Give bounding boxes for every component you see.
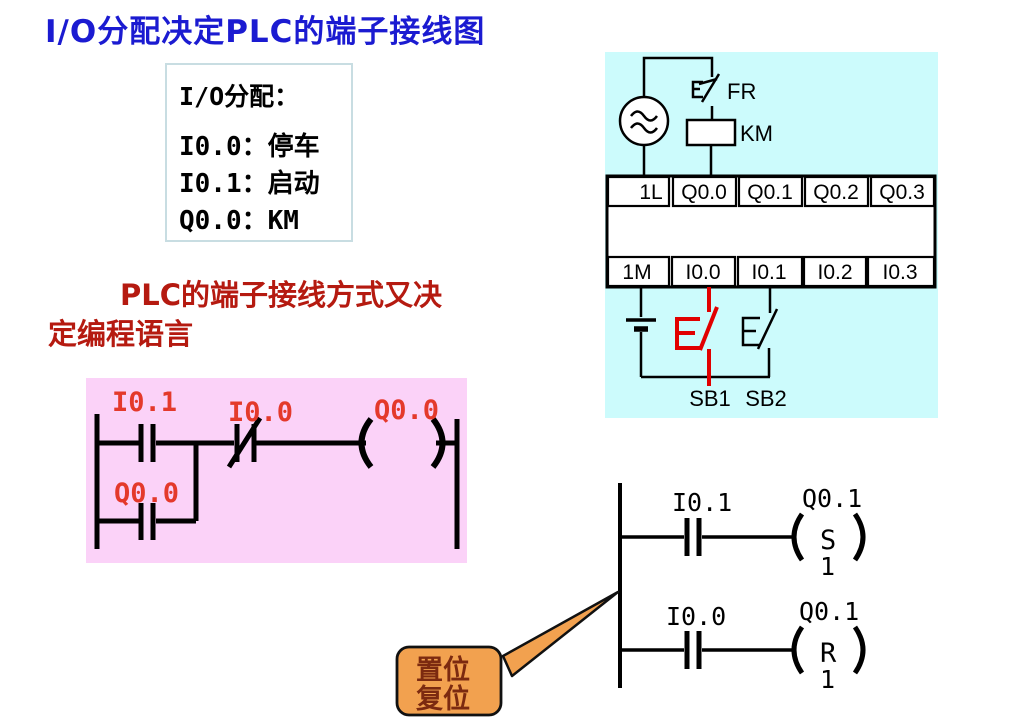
rung1-contact-label: I0.1: [672, 488, 732, 517]
wiring-diagram: FR KM: [605, 56, 937, 411]
terminal-q00: Q0.0: [681, 181, 727, 204]
callout-line2: 复位: [416, 683, 470, 715]
io-line-km: Q0.0：KM: [179, 206, 299, 236]
set-reset-ladder: I0.1 Q0.1 S 1 I0.0 Q0.1 R 1: [618, 483, 866, 694]
rung2-contact-label: I0.0: [666, 602, 726, 631]
output-terminal-cells: [606, 175, 936, 208]
sb1-label: SB1: [689, 386, 731, 411]
label-contact-start: I0.1: [112, 387, 177, 418]
io-allocation-heading: I/O分配：: [179, 82, 300, 111]
terminal-i03: I0.3: [882, 261, 917, 284]
rung2-reset-coil-icon: [791, 625, 866, 675]
sb2-start-button-icon: [741, 287, 779, 377]
terminal-i02: I0.2: [817, 261, 852, 284]
rung1-set-coil-icon: [791, 512, 866, 562]
callout: 置位 复位: [395, 590, 620, 717]
terminal-q02: Q0.2: [813, 181, 859, 204]
label-coil: Q0.0: [374, 395, 439, 426]
io-line-stop: I0.0：停车: [179, 132, 320, 162]
contact-i01-icon: [138, 424, 156, 462]
input-terminal-cells: [606, 255, 936, 288]
ladder-diagram-panel: I0.1 I0.0 Q0.0 Q0.0: [86, 378, 467, 563]
rung1-contact-icon: [684, 518, 702, 556]
sb1-stop-button-icon: [675, 287, 719, 386]
input-wires: [639, 287, 770, 379]
rung1-operand-label: 1: [820, 552, 835, 581]
subtitle-line2: 定编程语言: [48, 317, 194, 351]
callout-pointer: [501, 590, 620, 678]
ac-source-icon: [618, 95, 670, 147]
label-contact-stop: I0.0: [228, 397, 293, 428]
callout-line1: 置位: [416, 654, 470, 686]
coil-q00-icon: [358, 417, 446, 469]
rung1-coil-label: Q0.1: [802, 484, 862, 513]
wiring-diagram-panel: FR KM: [605, 52, 938, 418]
input-terminal-labels: 1M I0.0 I0.1 I0.2 I0.3: [622, 261, 917, 284]
terminal-i00: I0.0: [685, 261, 720, 284]
callout-box: [395, 645, 503, 717]
km-coil-icon: [685, 118, 737, 147]
km-label: KM: [740, 121, 773, 146]
label-latch-contact: Q0.0: [114, 478, 179, 509]
rung2-contact-icon: [684, 631, 702, 669]
plc-terminal-block: 1L Q0.0 Q0.1 Q0.2 Q0.3 1M I0.0 I0.1 I0.2…: [605, 174, 937, 289]
fr-label: FR: [727, 79, 756, 104]
page-title: I/O分配决定PLC的端子接线图: [45, 14, 486, 50]
wires: [642, 56, 714, 176]
terminal-i01: I0.1: [751, 261, 786, 284]
terminal-q01: Q0.1: [747, 181, 793, 204]
io-allocation-box: I/O分配： I0.0：停车 I0.1：启动 Q0.0：KM: [165, 63, 353, 242]
rung2-func-label: R: [820, 638, 837, 669]
contact-i00-nc-icon: [226, 416, 263, 469]
rung1-func-label: S: [820, 525, 836, 556]
rung2-operand-label: 1: [820, 665, 835, 694]
main-ladder: I0.1 I0.0 Q0.0 Q0.0: [94, 387, 460, 549]
fr-contact-icon: [691, 73, 721, 103]
subtitle: PLC的端子接线方式又决 定编程语言: [48, 276, 568, 354]
terminal-1m: 1M: [622, 261, 651, 284]
sb2-label: SB2: [745, 386, 787, 411]
dc-supply-icon: [626, 318, 656, 332]
rung2-coil-label: Q0.1: [799, 597, 859, 626]
terminal-q03: Q0.3: [879, 181, 925, 204]
contact-q00-latch-icon: [138, 503, 156, 540]
subtitle-line1: PLC的端子接线方式又决: [120, 278, 443, 312]
io-line-start: I0.1：启动: [179, 169, 320, 199]
spacer: [167, 113, 351, 129]
output-terminal-labels: 1L Q0.0 Q0.1 Q0.2 Q0.3: [639, 181, 924, 204]
terminal-1l: 1L: [639, 181, 662, 204]
